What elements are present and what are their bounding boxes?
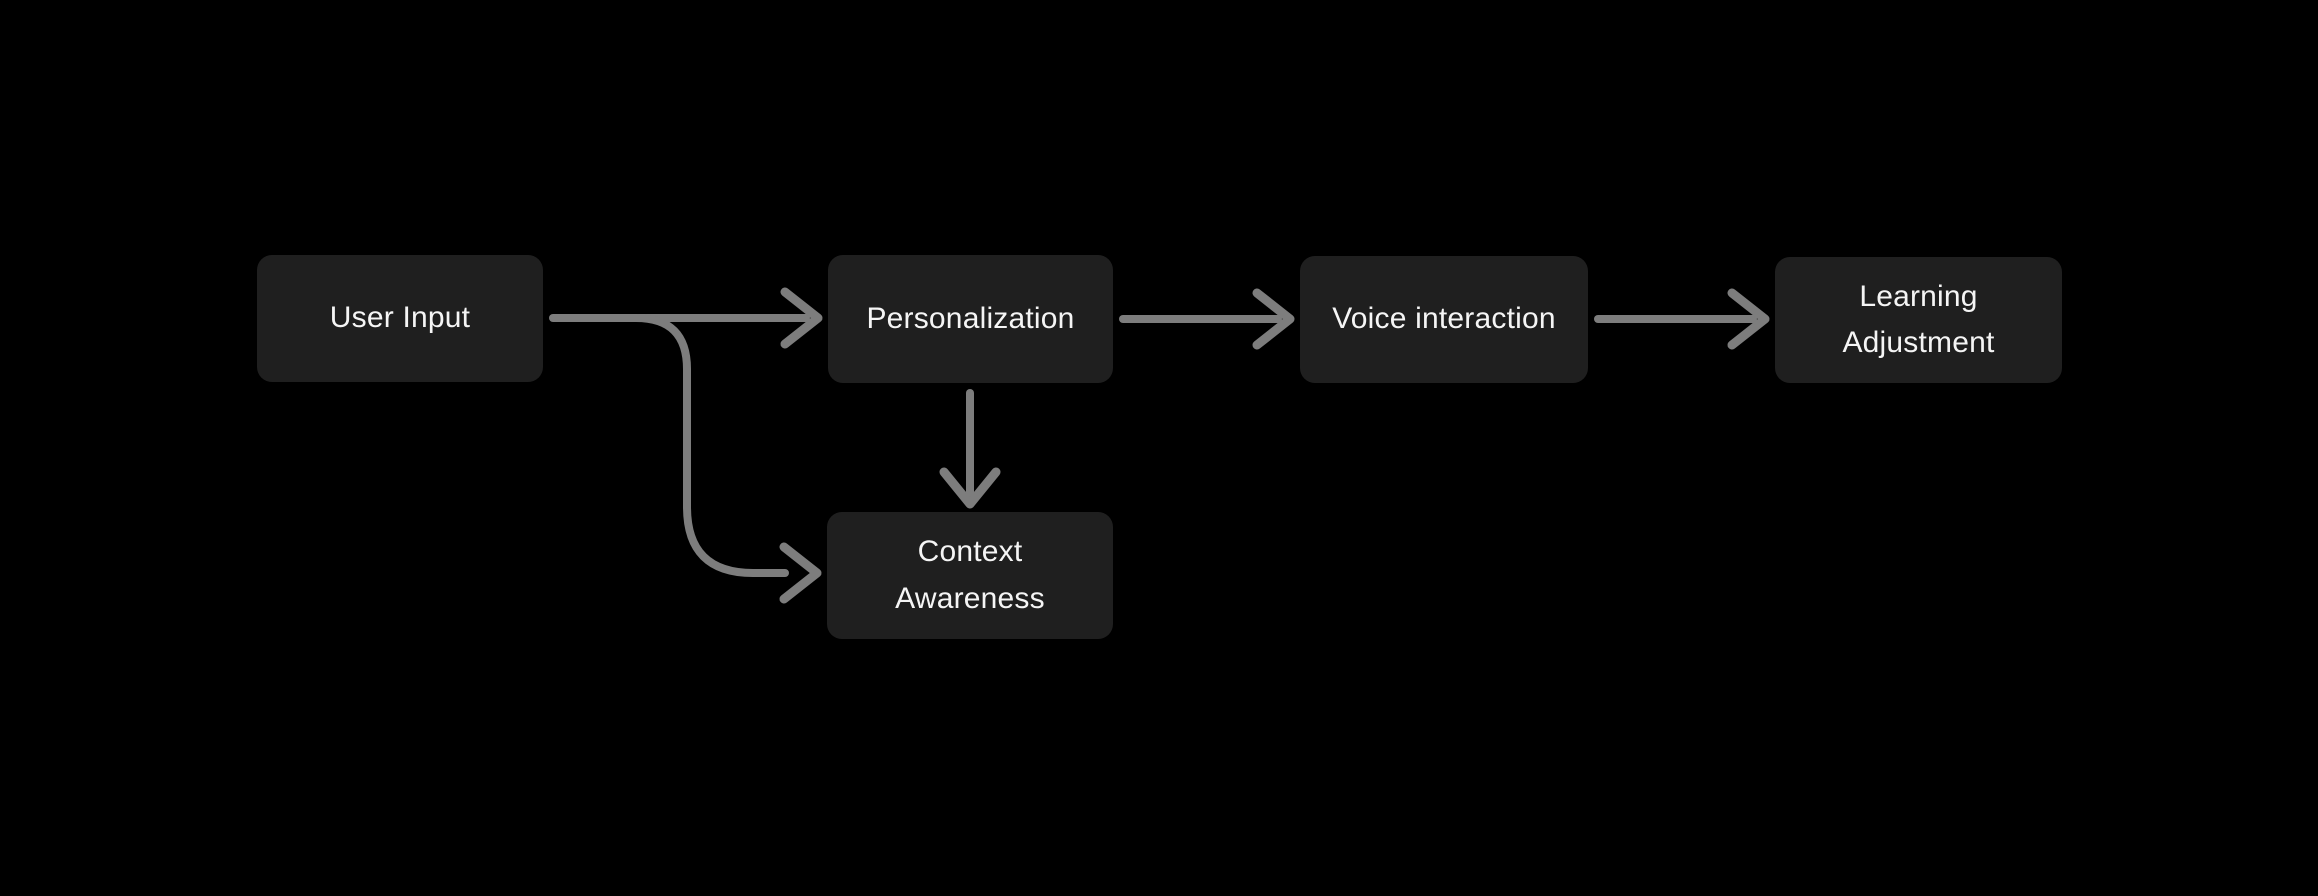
- node-label: Learning Adjustment: [1842, 279, 1995, 360]
- edge-user-input-to-context-awareness[interactable]: [632, 314, 822, 604]
- node-context-awareness[interactable]: Context Awareness: [827, 512, 1113, 639]
- node-label: Personalization: [866, 301, 1075, 335]
- edge-voice-interaction-to-learning-adjustment[interactable]: [1594, 288, 1770, 350]
- arrowhead-right-icon: [1252, 288, 1295, 350]
- node-label: Voice interaction: [1332, 302, 1556, 336]
- node-voice-interaction[interactable]: Voice interaction: [1300, 256, 1588, 383]
- edge-personalization-to-context-awareness[interactable]: [939, 389, 1001, 509]
- node-user-input[interactable]: User Input: [257, 255, 543, 382]
- node-learning-adjustment[interactable]: Learning Adjustment: [1775, 257, 2062, 383]
- edge-personalization-to-voice-interaction[interactable]: [1119, 288, 1295, 350]
- node-label: User Input: [329, 301, 471, 335]
- arrowhead-down-icon: [939, 467, 1001, 509]
- edge-user-input-to-personalization[interactable]: [549, 287, 823, 349]
- edge-line: [632, 314, 789, 577]
- arrowhead-right-icon: [1727, 288, 1770, 350]
- node-label: Context Awareness: [895, 535, 1045, 615]
- arrowhead-right-icon: [780, 287, 823, 349]
- node-personalization[interactable]: Personalization: [828, 255, 1113, 383]
- arrowhead-right-icon: [779, 542, 822, 604]
